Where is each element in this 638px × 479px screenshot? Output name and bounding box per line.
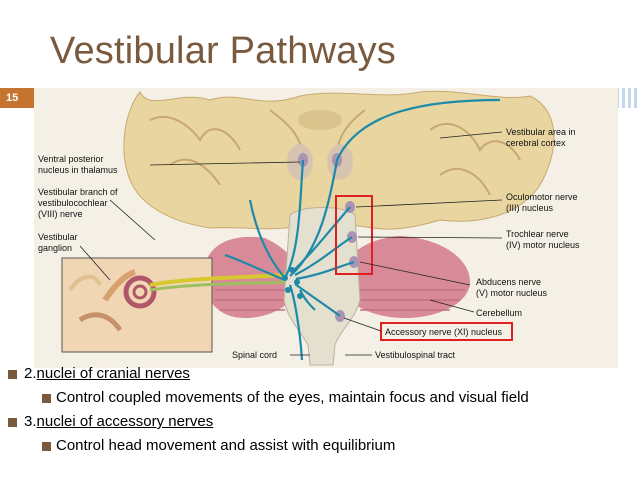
link-accessory-nerves[interactable]: nuclei of accessory nerves xyxy=(36,413,214,430)
label-spinal-cord: Spinal cord xyxy=(232,350,277,360)
brain-section xyxy=(123,90,555,230)
link-cranial-nerves[interactable]: nuclei of cranial nerves xyxy=(36,365,190,382)
label-vestibular-area: Vestibular area in xyxy=(506,127,576,137)
bullet-marker xyxy=(8,418,17,427)
label-accessory: Accessory nerve (XI) nucleus xyxy=(385,327,503,337)
svg-text:(IV) motor nucleus: (IV) motor nucleus xyxy=(506,240,580,250)
vestibular-pathway-lines xyxy=(224,98,501,361)
label-oculomotor: Oculomotor nerve xyxy=(506,192,578,202)
slide-number: 15 xyxy=(0,88,34,108)
cranial-nuclei-highlight xyxy=(335,195,373,275)
inner-ear-inset xyxy=(61,257,213,353)
svg-text:vestibulocochlear: vestibulocochlear xyxy=(38,198,108,208)
svg-text:nucleus in thalamus: nucleus in thalamus xyxy=(38,165,118,175)
leader-lines xyxy=(79,131,503,356)
vestibulocochlear-nerve xyxy=(149,273,286,287)
label-trochlear: Trochlear nerve xyxy=(506,229,569,239)
accessory-nucleus-highlight xyxy=(380,322,513,341)
label-vestibulospinal: Vestibulospinal tract xyxy=(375,350,456,360)
bullet-marker xyxy=(42,394,51,403)
svg-text:(III) nucleus: (III) nucleus xyxy=(506,203,554,213)
svg-text:ganglion: ganglion xyxy=(38,243,72,253)
label-ventral-posterior: Ventral posterior xyxy=(38,154,104,164)
slide-title: Vestibular Pathways xyxy=(50,30,396,72)
bullet-marker xyxy=(8,370,17,379)
label-vestibular-branch: Vestibular branch of xyxy=(38,187,118,197)
bullet-marker xyxy=(42,442,51,451)
diagram-labels: Ventral posterior nucleus in thalamus Ve… xyxy=(38,127,580,360)
bullet-item: 3.nuclei of accessory nerves xyxy=(8,410,633,434)
sub-bullet-item: Control head movement and assist with eq… xyxy=(8,434,633,458)
label-vestibular-ganglion: Vestibular xyxy=(38,232,78,242)
svg-text:(V) motor nucleus: (V) motor nucleus xyxy=(476,288,548,298)
label-cerebellum: Cerebellum xyxy=(476,308,522,318)
sub-bullet-item: Control coupled movements of the eyes, m… xyxy=(8,386,633,410)
svg-text:cerebral cortex: cerebral cortex xyxy=(506,138,566,148)
label-abducens: Abducens nerve xyxy=(476,277,541,287)
svg-text:(VIII) nerve: (VIII) nerve xyxy=(38,209,83,219)
bullet-item: 2.nuclei of cranial nerves xyxy=(8,362,633,386)
bullet-list: 2.nuclei of cranial nerves Control coupl… xyxy=(8,362,633,458)
